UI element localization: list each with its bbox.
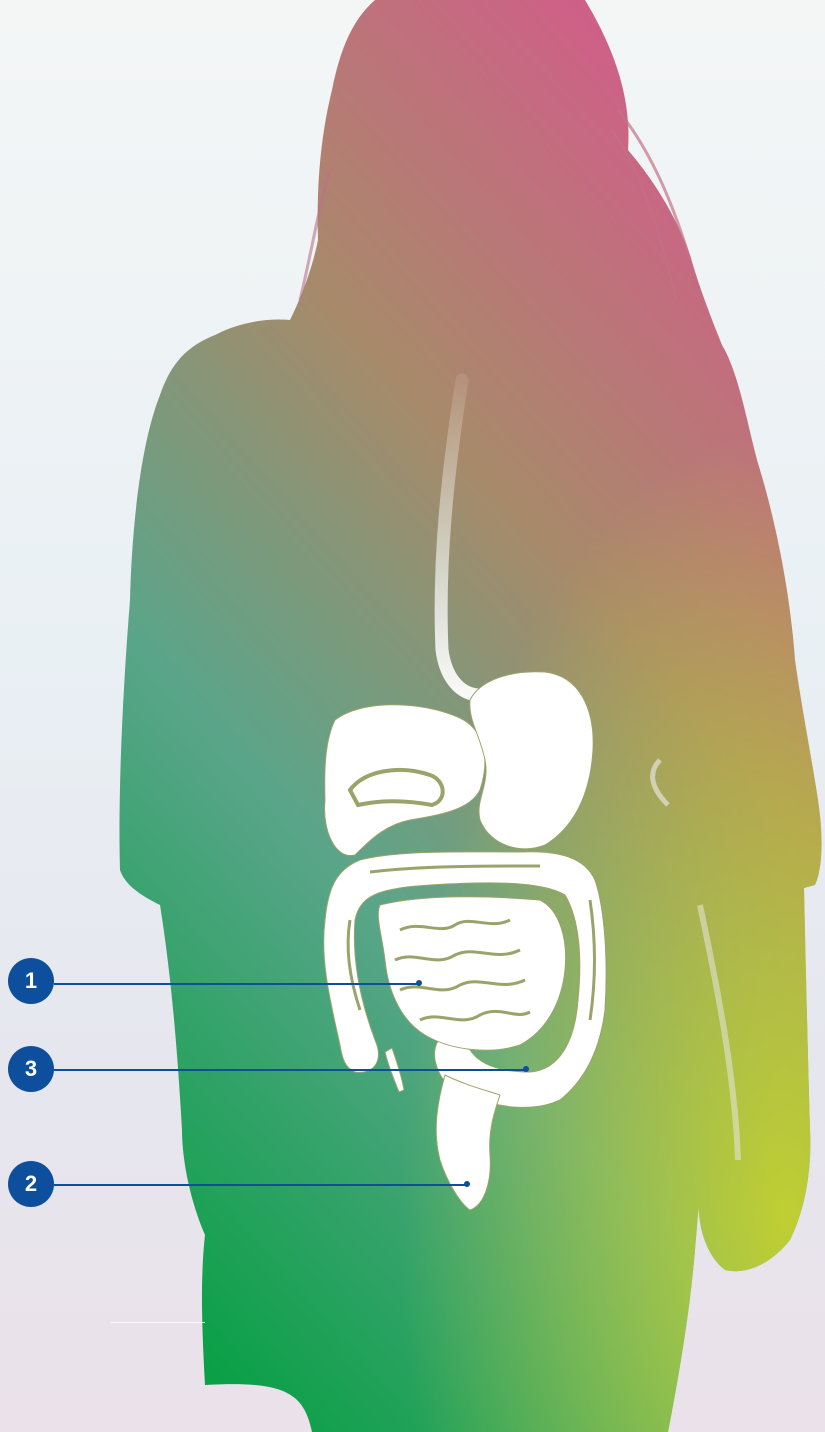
- marker-number: 1: [25, 968, 37, 994]
- callout-leader-3: [54, 1069, 526, 1071]
- human-silhouette: [119, 0, 821, 1432]
- marker-number: 3: [25, 1056, 37, 1082]
- callout-dot-1: [416, 980, 422, 986]
- callout-marker-3[interactable]: 3: [8, 1046, 54, 1092]
- callout-leader-1: [54, 983, 419, 985]
- footnote-rule: [110, 1322, 205, 1323]
- marker-number: 2: [25, 1171, 37, 1197]
- callout-dot-2: [464, 1181, 470, 1187]
- callout-leader-2: [54, 1184, 467, 1186]
- callout-marker-2[interactable]: 2: [8, 1161, 54, 1207]
- callout-marker-1[interactable]: 1: [8, 958, 54, 1004]
- callout-dot-3: [523, 1066, 529, 1072]
